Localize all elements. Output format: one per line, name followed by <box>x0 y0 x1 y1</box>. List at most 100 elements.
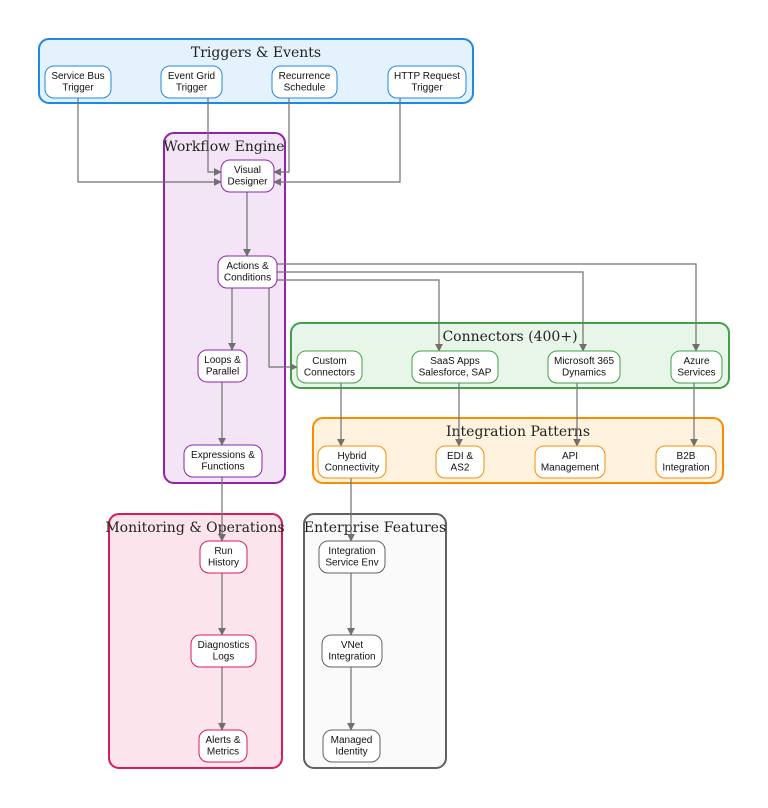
group-triggers: Triggers & Events <box>38 38 474 104</box>
node-hybrid-label-line: Connectivity <box>325 462 379 473</box>
node-edi-label-line: EDI & <box>447 451 473 462</box>
node-http-request-label-line: HTTP Request <box>394 71 460 82</box>
node-run-history-label-line: History <box>208 557 239 568</box>
node-azure-label-line: Azure <box>683 356 710 367</box>
node-run-history-box <box>199 540 248 574</box>
node-service-bus-label-line: Trigger <box>62 82 94 93</box>
node-alerts-box <box>198 729 248 763</box>
node-alerts-label-line: Alerts & <box>205 735 240 746</box>
group-integration-box <box>312 417 724 484</box>
node-hybrid-label-line: Hybrid <box>338 451 367 462</box>
node-recurrence-box <box>271 65 338 99</box>
edge-event-grid-to-visual <box>207 98 222 176</box>
node-azure-box <box>670 350 723 384</box>
node-edi-label-line: AS2 <box>451 462 470 473</box>
node-expressions[interactable]: Expressions &Functions <box>183 444 263 478</box>
node-expressions-box <box>183 444 263 478</box>
node-actions[interactable]: Actions &Conditions <box>217 255 278 289</box>
node-visual-box <box>220 159 275 193</box>
node-diagnostics-label-line: Logs <box>213 651 235 662</box>
group-connectors-title: Connectors (400+) <box>442 329 577 345</box>
group-triggers-box <box>38 38 474 104</box>
node-edi-box <box>435 445 485 479</box>
edge-recurrence-to-visual <box>273 98 290 176</box>
group-workflow-title: Workflow Engine <box>163 139 284 155</box>
node-visual-label-line: Designer <box>227 176 268 187</box>
node-ise-label-line: Service Env <box>325 557 378 568</box>
node-recurrence-label-line: Schedule <box>284 82 326 93</box>
group-integration-title: Integration Patterns <box>446 424 590 440</box>
edge-actions-to-custom <box>268 288 298 371</box>
node-custom-label-line: Custom <box>312 356 346 367</box>
edge-actions-to-azure <box>277 263 700 352</box>
node-run-history-label-line: Run <box>214 546 232 557</box>
group-workflow-box <box>163 132 286 484</box>
node-visual-label-line: Visual <box>234 165 261 176</box>
node-loops-label-line: Loops & <box>204 355 241 366</box>
node-ise-label-line: Integration <box>328 546 375 557</box>
group-monitoring-title: Monitoring & Operations <box>105 520 284 536</box>
node-expressions-label-line: Functions <box>201 461 244 472</box>
node-ms365-label-line: Microsoft 365 <box>554 356 614 367</box>
node-ise-box <box>318 540 386 574</box>
node-b2b-label-line: B2B <box>677 451 696 462</box>
node-b2b-box <box>655 445 717 479</box>
node-actions-label-line: Conditions <box>224 272 271 283</box>
node-identity-label-line: Managed <box>331 735 373 746</box>
node-loops-box <box>197 349 248 383</box>
node-diagnostics-box <box>190 634 257 668</box>
node-loops[interactable]: Loops &Parallel <box>197 349 248 383</box>
node-service-bus-box <box>44 65 112 99</box>
node-loops-label-line: Parallel <box>206 366 239 377</box>
node-edi[interactable]: EDI &AS2 <box>435 445 485 479</box>
node-saas-label-line: SaaS Apps <box>430 356 479 367</box>
node-service-bus-label-line: Service Bus <box>51 71 104 82</box>
node-event-grid-box <box>160 65 223 99</box>
node-identity-label-line: Identity <box>335 746 367 757</box>
node-api-label-line: API <box>562 451 578 462</box>
node-api-label-line: Management <box>541 462 600 473</box>
node-event-grid-label-line: Event Grid <box>168 71 215 82</box>
node-alerts-label-line: Metrics <box>207 746 239 757</box>
node-alerts[interactable]: Alerts &Metrics <box>198 729 248 763</box>
node-vnet-box <box>321 634 383 668</box>
node-ms365-box <box>547 350 621 384</box>
node-vnet-label-line: VNet <box>341 640 363 651</box>
node-azure-label-line: Services <box>677 367 715 378</box>
node-event-grid-label-line: Trigger <box>176 82 208 93</box>
node-identity-box <box>322 729 381 763</box>
edge-actions-to-ms365 <box>277 271 587 352</box>
node-expressions-label-line: Expressions & <box>191 450 255 461</box>
group-triggers-title: Triggers & Events <box>191 45 321 61</box>
node-actions-label-line: Actions & <box>226 261 269 272</box>
node-vnet-label-line: Integration <box>328 651 375 662</box>
node-http-request-box <box>387 65 467 99</box>
edge-actions-to-saas <box>277 279 443 352</box>
edge-http-to-visual <box>273 98 401 186</box>
node-ms365-label-line: Dynamics <box>562 367 606 378</box>
node-api-box <box>534 445 606 479</box>
node-recurrence-label-line: Recurrence <box>279 71 331 82</box>
node-saas-box <box>411 350 499 384</box>
group-integration: Integration Patterns <box>312 417 724 484</box>
node-actions-box <box>217 255 278 289</box>
node-saas-label-line: Salesforce, SAP <box>419 367 492 378</box>
